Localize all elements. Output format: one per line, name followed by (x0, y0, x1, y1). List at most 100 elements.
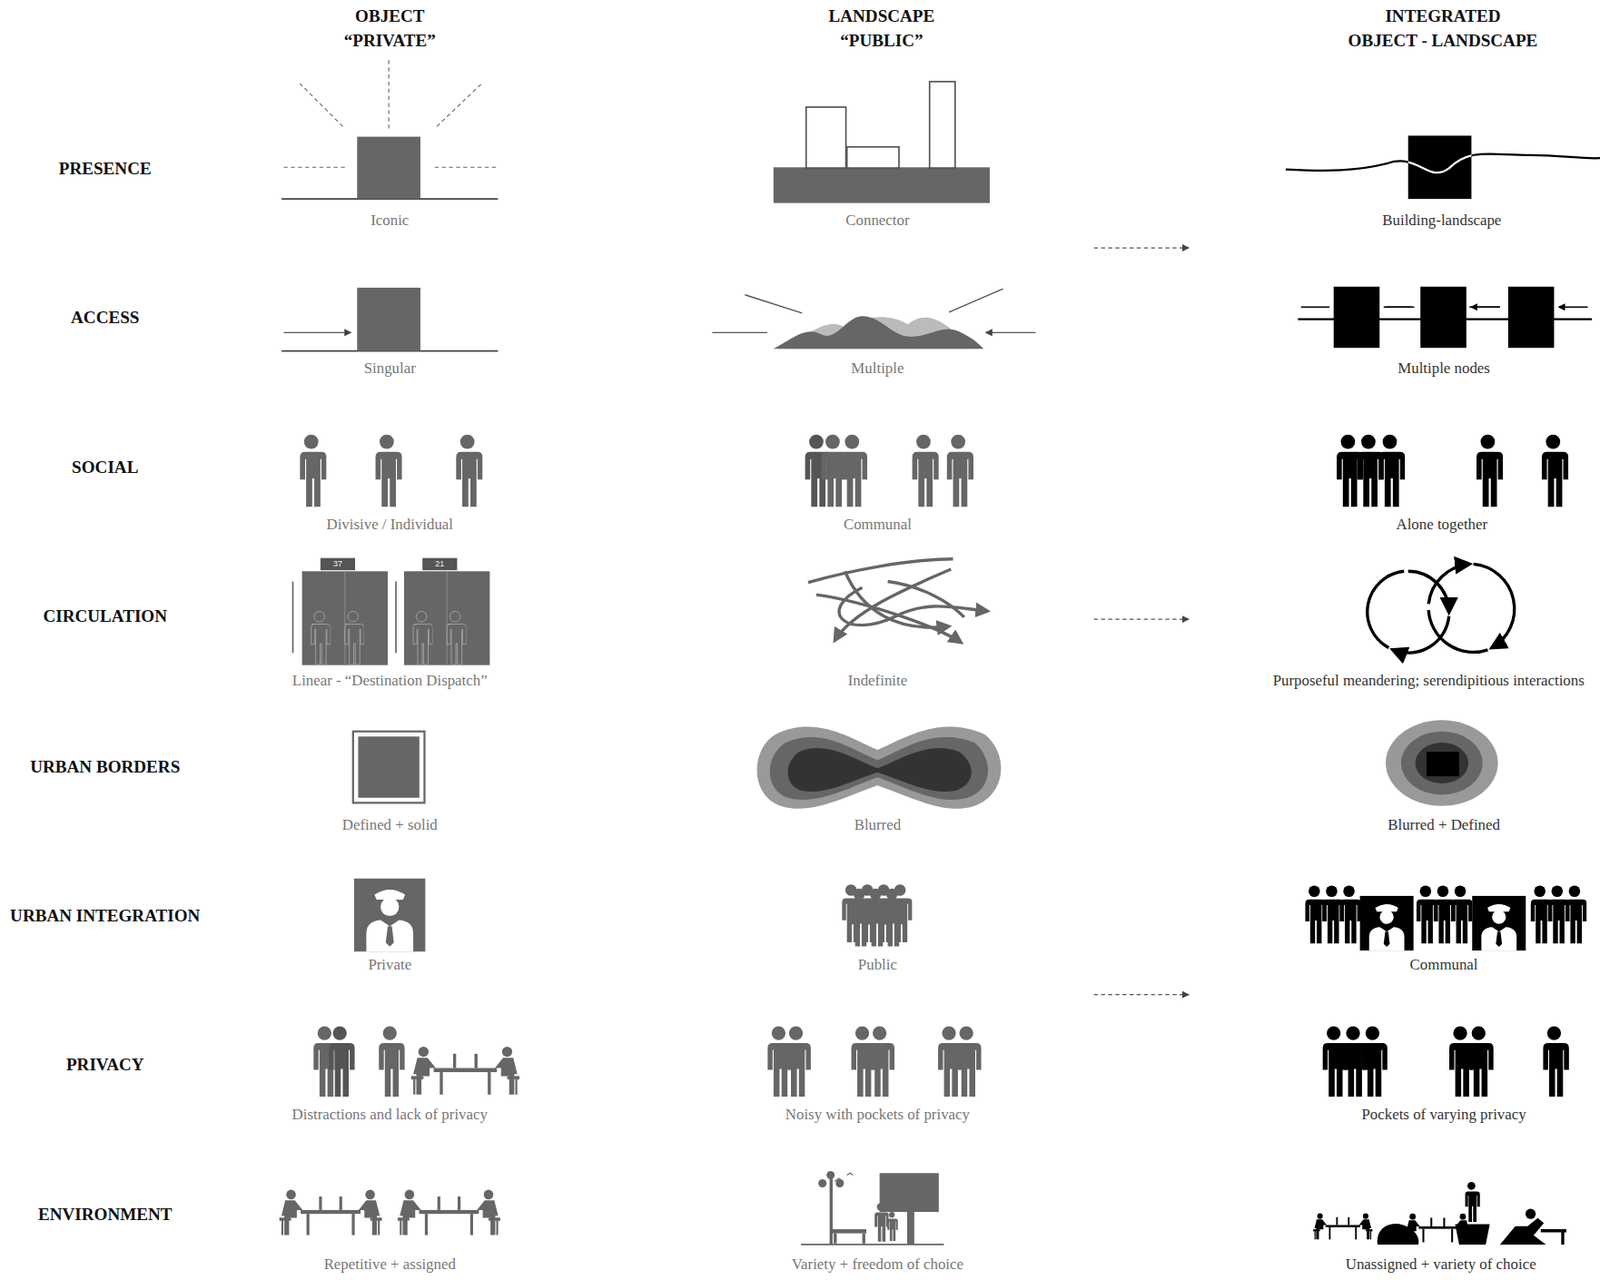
icon-shape (1540, 1229, 1567, 1245)
icon-shape (411, 1046, 520, 1096)
icon-shape (800, 1244, 944, 1246)
icon-shape (353, 731, 425, 804)
icon-shape (788, 748, 972, 792)
icon-shape (1094, 246, 1190, 248)
icon-shape (1428, 563, 1470, 604)
icon-shape (299, 434, 326, 508)
icon-shape (833, 1234, 837, 1245)
caption: Multiple (850, 359, 904, 377)
icon-shape (869, 1026, 895, 1097)
icon-shape (831, 1229, 867, 1234)
icon-shape (311, 611, 331, 665)
icon-shape (1313, 1182, 1567, 1245)
icon-shape (1426, 751, 1460, 777)
icon-shape (834, 1173, 853, 1182)
icon-shape (1367, 563, 1515, 653)
icon-shape (311, 611, 467, 665)
caption: Multiple nodes (1397, 359, 1491, 377)
transition-arrows (1094, 247, 1190, 996)
floor-number: 21 (434, 559, 445, 569)
icon-shape (1301, 306, 1589, 308)
icon-shape (356, 137, 421, 200)
icon-shape (929, 81, 956, 169)
icon-shape (1378, 434, 1405, 508)
caption: Communal (843, 515, 912, 534)
privacy-icons (313, 1026, 1569, 1097)
icon-shape (320, 558, 356, 571)
icon-shape (345, 611, 365, 665)
row-heading: PRIVACY (66, 1055, 145, 1076)
caption: Indefinite (848, 671, 909, 690)
icon-shape (1094, 618, 1190, 620)
icon-shape (1392, 616, 1450, 653)
caption: Purposeful meandering; serendipitious in… (1273, 671, 1585, 690)
icon-shape (283, 332, 351, 334)
icon-shape (1541, 434, 1569, 508)
icon-shape (1467, 1026, 1493, 1097)
icon-shape (375, 434, 403, 508)
icon-shape (955, 1026, 981, 1097)
icon-shape (808, 559, 988, 643)
column-heading: OBJECT “PRIVATE” (344, 4, 436, 53)
icon-shape (947, 434, 974, 508)
icon-shape (1313, 1214, 1373, 1241)
icon-shape (357, 736, 419, 798)
icon-shape (711, 288, 1036, 333)
icon-shape (912, 434, 939, 508)
caption: Variety + freedom of choice (791, 1256, 964, 1275)
caption: Distractions and lack of privacy (292, 1106, 488, 1125)
row-heading: CIRCULATION (42, 607, 168, 628)
icon-shape (839, 587, 988, 625)
icon-shape (888, 582, 965, 618)
urban-border-icons (353, 720, 1499, 809)
icon-shape (422, 558, 457, 571)
caption: Defined + solid (342, 817, 438, 835)
icon-shape (328, 1026, 355, 1097)
icon-shape (356, 287, 421, 352)
icon-shape (887, 1212, 899, 1242)
icon-shape (1408, 153, 1472, 173)
caption: Building-landscape (1382, 211, 1502, 229)
icon-shape (773, 167, 990, 203)
icon-shape (826, 1171, 835, 1180)
icon-shape (378, 1026, 405, 1097)
icon-shape (1094, 994, 1190, 996)
icon-shape (354, 879, 426, 953)
caption: Blurred + Defined (1387, 817, 1501, 835)
icon-shape (1508, 286, 1555, 348)
icon-shape (1525, 1209, 1536, 1220)
social-icons (299, 434, 1569, 508)
icon-shape (1361, 1026, 1387, 1097)
icon-shape (395, 582, 485, 654)
icon-shape (773, 316, 984, 349)
caption: Iconic (370, 211, 409, 229)
icon-shape (844, 571, 949, 628)
icon-shape (1385, 720, 1499, 806)
row-heading: URBAN BORDERS (29, 757, 180, 778)
icon-shape (279, 1190, 383, 1236)
column-heading: INTEGRATED OBJECT - LANDSCAPE (1348, 4, 1539, 53)
icon-shape (840, 434, 868, 508)
icon-shape (413, 611, 433, 665)
icon-shape (1565, 885, 1587, 944)
caption: Private (367, 956, 412, 974)
row-heading: ENVIRONMENT (38, 1204, 173, 1225)
icon-shape (1304, 885, 1587, 944)
environment-icons (279, 1171, 1567, 1245)
caption: Divisive / Individual (326, 515, 455, 534)
icon-shape (1500, 1218, 1547, 1245)
icon-shape (1454, 1224, 1490, 1245)
caption: Unassigned + variety of choice (1345, 1256, 1537, 1275)
floor-number: 37 (333, 559, 343, 569)
icon-shape (806, 107, 847, 168)
icon-shape (1473, 563, 1515, 648)
icon-shape (879, 1173, 939, 1213)
icon-shape (847, 147, 899, 169)
access-icons (281, 286, 1592, 352)
presence-icons (281, 59, 1600, 203)
icon-shape (1420, 286, 1467, 348)
icon-shape (862, 1234, 866, 1245)
row-heading: URBAN INTEGRATION (9, 906, 200, 927)
